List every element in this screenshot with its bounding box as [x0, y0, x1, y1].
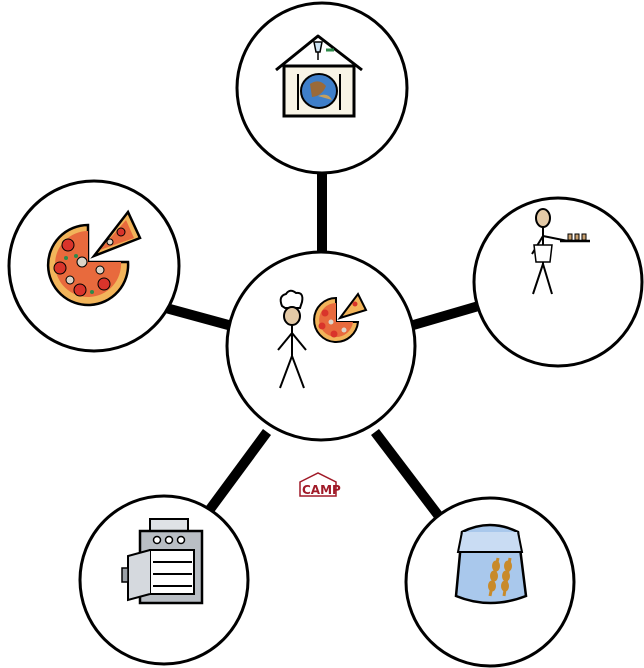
connector-right — [408, 300, 484, 331]
restaurant-icon — [275, 34, 363, 118]
node-top-restaurant — [235, 1, 409, 175]
logo-house-icon — [299, 472, 337, 497]
pizza-icon — [46, 209, 142, 307]
connector-lines — [164, 172, 484, 519]
camp-logo: CAMP — [299, 472, 341, 497]
chef-with-pizza-icon — [277, 289, 368, 389]
node-bottom-right-flour — [404, 496, 576, 668]
node-right-waiter — [472, 196, 644, 368]
connector-bottom-right — [371, 428, 442, 519]
node-bottom-left-oven — [78, 494, 250, 666]
flour-bag-icon — [454, 523, 528, 605]
node-center-chef — [225, 250, 417, 442]
logo-text: CAMP — [302, 483, 341, 497]
connector-bottom-left — [203, 429, 272, 515]
waiter-icon — [531, 208, 590, 295]
oven-icon — [121, 518, 204, 605]
node-left-pizza — [7, 179, 181, 353]
connector-left — [164, 303, 234, 331]
